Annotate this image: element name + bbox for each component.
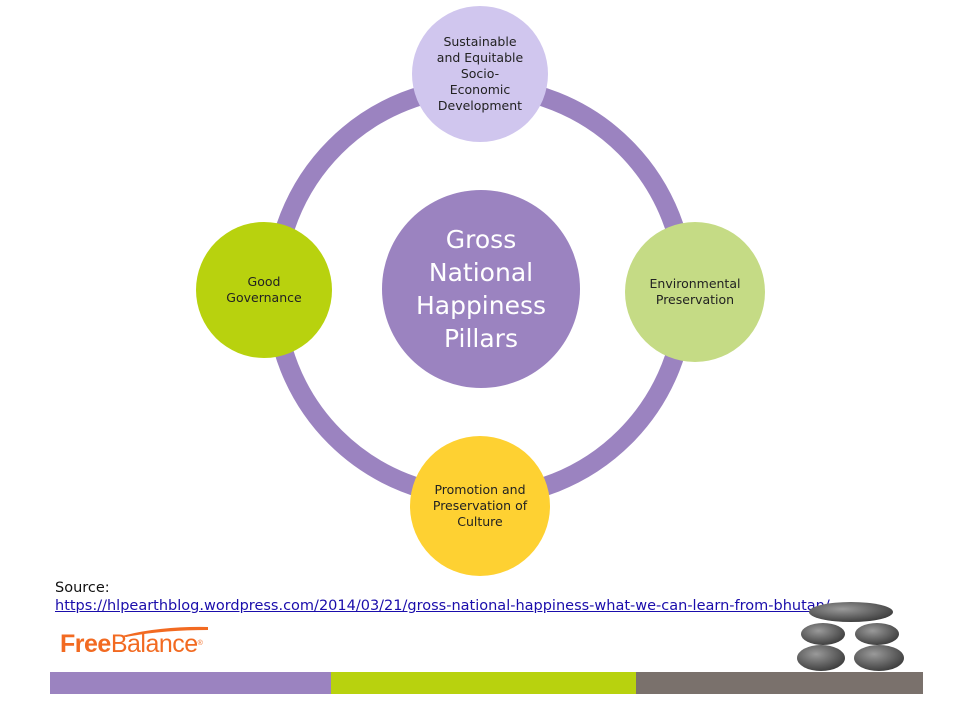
pillar-socio-economic: Sustainable and Equitable Socio- Economi…: [412, 6, 548, 142]
logo-reg: ®: [197, 640, 203, 647]
pillar-governance-label: Good Governance: [226, 274, 302, 305]
center-circle: Gross National Happiness Pillars: [382, 190, 580, 388]
source-link[interactable]: https://hlpearthblog.wordpress.com/2014/…: [55, 598, 830, 614]
pillar-culture-label: Promotion and Preservation of Culture: [432, 482, 528, 529]
logo-swoosh-icon: [122, 626, 208, 637]
footer-bar-gray: [636, 672, 923, 694]
pillar-culture: Promotion and Preservation of Culture: [410, 436, 550, 576]
logo-balance: Balance: [110, 630, 198, 658]
stones-icon: [797, 602, 904, 671]
footer-bar-purple: [50, 672, 331, 694]
pillar-environmental-label: Environmental Preservation: [649, 276, 741, 307]
logo-free: Free: [60, 630, 111, 658]
pillar-environmental: Environmental Preservation: [625, 222, 765, 362]
footer-bar-green: [331, 672, 636, 694]
freebalance-logo: FreeBalance®: [60, 630, 203, 658]
pillar-governance: Good Governance: [196, 222, 332, 358]
source-block: Source: https://hlpearthblog.wordpress.c…: [55, 579, 830, 615]
pillar-socio-economic-label: Sustainable and Equitable Socio- Economi…: [436, 34, 524, 113]
center-title: Gross National Happiness Pillars: [415, 225, 547, 353]
source-label: Source:: [55, 580, 110, 596]
